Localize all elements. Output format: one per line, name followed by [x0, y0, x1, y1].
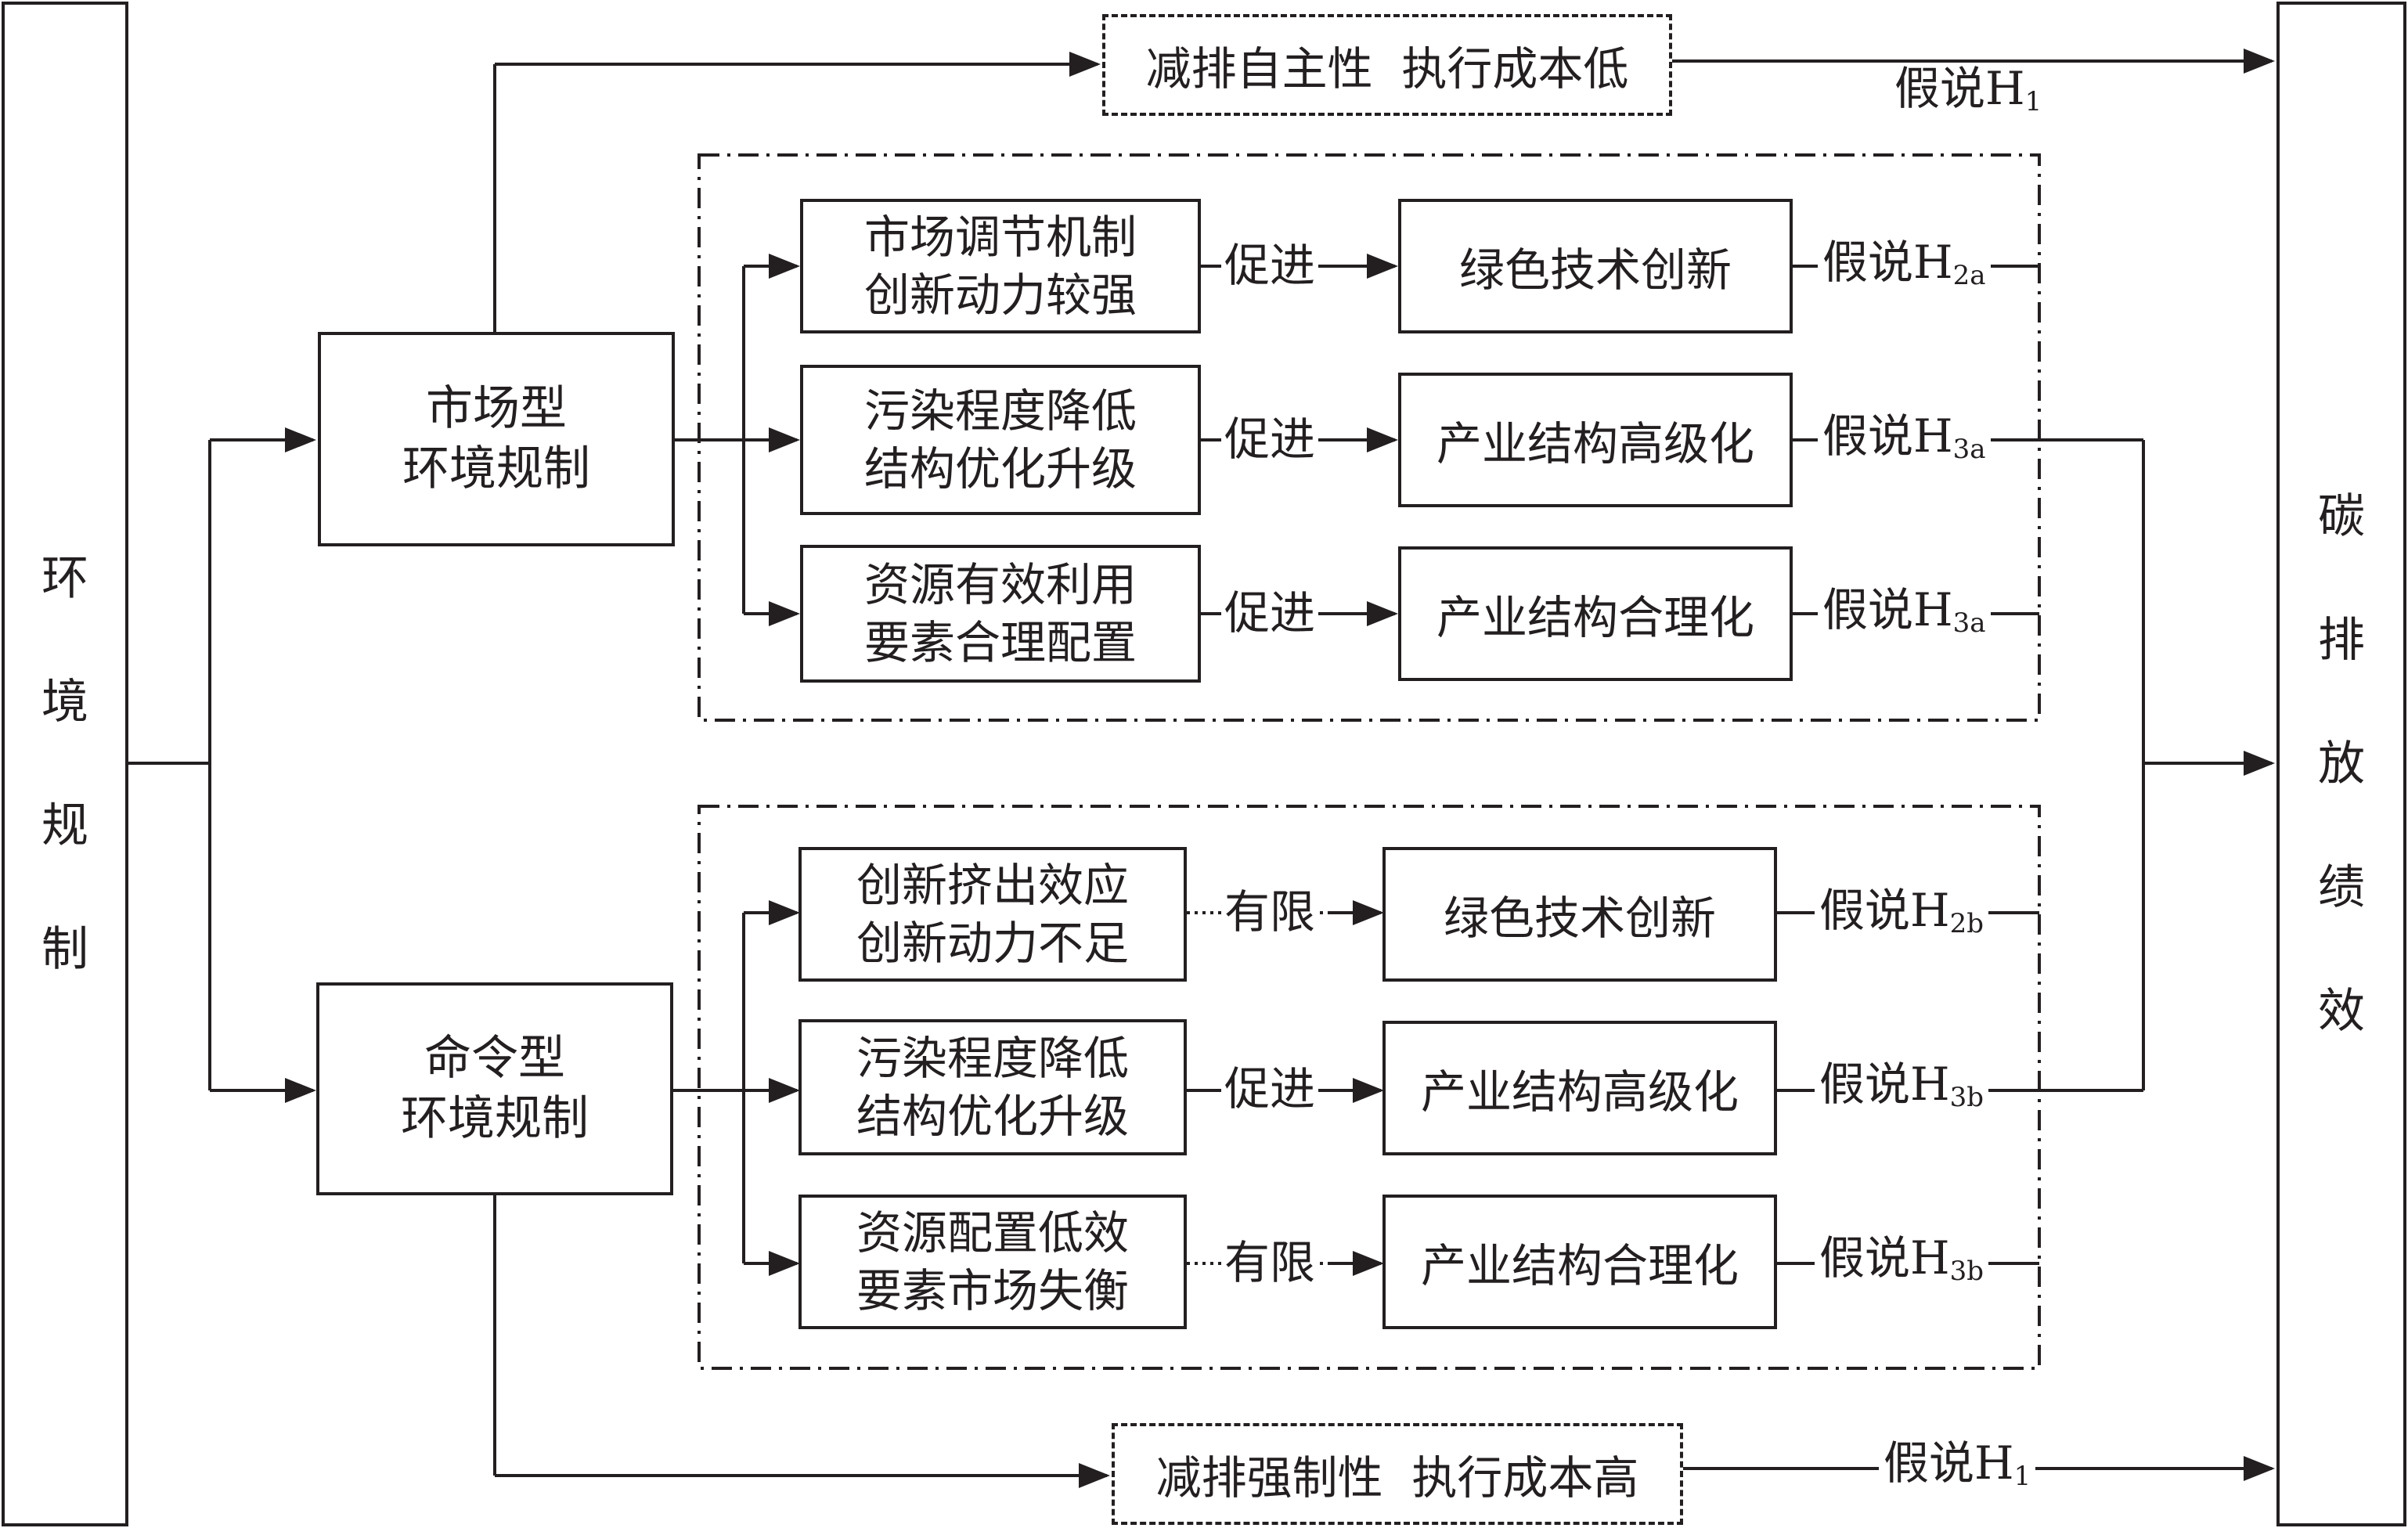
- hypothesis-text: 假说: [1822, 409, 1914, 463]
- outcome-label: 绿色技术创新: [1458, 243, 1732, 297]
- carbon-emission-performance-block: 碳 排 放 绩 效: [2276, 2, 2406, 1526]
- market-hypothesis-label: 假说H3a: [1818, 413, 1991, 463]
- left-block-char: 规: [41, 798, 88, 853]
- mechanism-line1: 污染程度降低: [856, 1031, 1129, 1085]
- mechanism-line2: 创新动力不足: [856, 917, 1129, 970]
- command-hypothesis-label: 假说H2b: [1815, 888, 1989, 939]
- mechanism-line1: 市场调节机制: [863, 210, 1137, 264]
- mechanism-line2: 要素市场失衡: [856, 1264, 1129, 1317]
- effect-label: 有限: [1221, 1240, 1319, 1285]
- hypothesis-text: 假说: [1894, 62, 1986, 115]
- command-line2: 环境规制: [401, 1091, 589, 1146]
- left-block-char: 境: [41, 675, 88, 730]
- market-mechanism-box: 市场调节机制创新动力较强: [800, 199, 1201, 333]
- mechanism-line1: 创新挤出效应: [856, 858, 1129, 912]
- market-hypothesis-label: 假说H2a: [1818, 240, 1991, 289]
- mechanism-line1: 污染程度降低: [863, 384, 1137, 438]
- market-mechanism-box: 资源有效利用要素合理配置: [800, 545, 1201, 683]
- outcome-label: 产业结构高级化: [1420, 1065, 1739, 1119]
- effect-label: 促进: [1221, 243, 1319, 288]
- hypothesis-sub: 1: [2024, 86, 2042, 117]
- hypothesis-sub: 3b: [1949, 1256, 1984, 1287]
- command-mechanism-box: 污染程度降低结构优化升级: [798, 1019, 1187, 1155]
- bottom-path-label: 减排强制性 执行成本高: [1155, 1451, 1639, 1505]
- hypothesis-sub: 1: [2013, 1461, 2031, 1492]
- top-hypothesis-label: 假说H1: [1890, 66, 2047, 117]
- outcome-label: 产业结构合理化: [1436, 591, 1754, 644]
- hypothesis-text: 假说: [1819, 884, 1911, 937]
- command-outcome-box: 绿色技术创新: [1382, 847, 1777, 982]
- outcome-label: 绿色技术创新: [1443, 892, 1716, 945]
- command-mechanism-box: 创新挤出效应创新动力不足: [798, 847, 1187, 982]
- top-path-label: 减排自主性 执行成本低: [1145, 42, 1629, 96]
- left-block-char: 制: [41, 922, 88, 977]
- effect-label: 促进: [1221, 1066, 1319, 1112]
- effect-label: 促进: [1221, 416, 1319, 462]
- command-mechanism-box: 资源配置低效要素市场失衡: [798, 1195, 1187, 1329]
- hypothesis-text: 假说: [1819, 1058, 1911, 1111]
- hypothesis-text: 假说: [1822, 583, 1914, 636]
- mechanism-line2: 结构优化升级: [856, 1090, 1129, 1143]
- mechanism-line2: 要素合理配置: [863, 616, 1137, 669]
- effect-label: 促进: [1221, 590, 1319, 636]
- bottom-path-box: 减排强制性 执行成本高: [1112, 1423, 1683, 1525]
- bottom-hypothesis-label: 假说H1: [1879, 1440, 2036, 1492]
- mechanism-line1: 资源配置低效: [856, 1205, 1129, 1260]
- outcome-label: 产业结构高级化: [1436, 417, 1754, 470]
- hypothesis-sub: 2b: [1949, 908, 1984, 939]
- command-outcome-box: 产业结构高级化: [1382, 1021, 1777, 1155]
- market-outcome-box: 产业结构高级化: [1398, 373, 1793, 507]
- command-regulation-box: 命令型 环境规制: [316, 982, 673, 1195]
- hypothesis-text: 假说: [1819, 1231, 1911, 1285]
- effect-label: 有限: [1221, 889, 1319, 935]
- right-block-char: 碳: [2318, 489, 2365, 544]
- market-mechanism-box: 污染程度降低结构优化升级: [800, 365, 1201, 515]
- right-block-char: 绩: [2318, 860, 2365, 915]
- hypothesis-sub: 2a: [1952, 260, 1986, 291]
- command-hypothesis-label: 假说H3b: [1815, 1058, 1989, 1113]
- top-path-box: 减排自主性 执行成本低: [1102, 14, 1672, 116]
- market-regulation-box: 市场型 环境规制: [318, 332, 675, 546]
- hypothesis-text: 假说: [1822, 236, 1914, 289]
- right-block-char: 效: [2318, 984, 2365, 1039]
- outcome-label: 产业结构合理化: [1420, 1239, 1739, 1292]
- command-hypothesis-label: 假说H3b: [1815, 1235, 1989, 1287]
- hypothesis-sub: 3a: [1952, 434, 1986, 465]
- mechanism-line2: 创新动力较强: [863, 268, 1137, 322]
- command-line1: 命令型: [424, 1031, 565, 1087]
- right-block-char: 放: [2318, 737, 2365, 791]
- hypothesis-sub: 3b: [1949, 1082, 1984, 1113]
- market-hypothesis-label: 假说H3a: [1818, 587, 1991, 636]
- mechanism-line2: 结构优化升级: [863, 442, 1137, 496]
- command-outcome-box: 产业结构合理化: [1382, 1195, 1777, 1329]
- market-outcome-box: 绿色技术创新: [1398, 199, 1793, 333]
- left-block-char: 环: [41, 551, 88, 606]
- environmental-regulation-block: 环 境 规 制: [2, 2, 128, 1526]
- market-outcome-box: 产业结构合理化: [1398, 546, 1793, 681]
- market-line2: 环境规制: [402, 441, 590, 496]
- right-block-char: 排: [2318, 613, 2365, 668]
- market-line1: 市场型: [426, 381, 567, 437]
- mechanism-line1: 资源有效利用: [863, 557, 1137, 611]
- hypothesis-text: 假说: [1884, 1436, 1975, 1490]
- hypothesis-sub: 3a: [1952, 607, 1986, 639]
